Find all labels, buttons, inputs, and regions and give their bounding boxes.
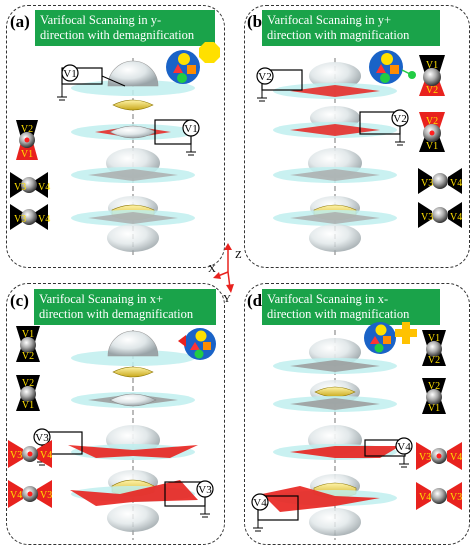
panel-c-electrode-v4-label-2: V4 — [10, 490, 22, 501]
panel-c-electrode-label-right: V3 — [198, 484, 212, 496]
panel-a-voltage-source-right — [154, 119, 200, 156]
panel-d-lens-stack — [262, 330, 400, 540]
panel-d-electrode-v3-label-2: V3 — [450, 492, 462, 503]
panel-b-electrode-label-right: V2 — [393, 113, 406, 125]
panel-b-electrode-v3-label-2: V3 — [421, 212, 433, 223]
panel-a-frame — [6, 5, 225, 268]
panel-b-electrode-v3v4-lower — [418, 202, 462, 228]
panel-c-electrode-v2-label-2: V2 — [22, 378, 34, 389]
panel-c-electrode-v4-label: V4 — [40, 450, 52, 461]
panel-b-electrode-v1-label: V1 — [426, 60, 438, 71]
panel-c-title-line1: Varifocal Scanaing in x+ — [39, 292, 164, 306]
panel-b-electrode-v2-label: V2 — [426, 85, 438, 96]
panel-d-electrode-v3v4-upper — [416, 442, 462, 470]
panel-a-electrode-v4-label: V4 — [38, 182, 50, 193]
panel-c-electrode-v4v3-lower — [8, 480, 52, 508]
panel-a-lens-stack — [71, 58, 195, 258]
panel-b-title-line2: direction with magnification — [267, 28, 410, 42]
panel-b-electrode-v1v2 — [419, 55, 445, 96]
triangle-icon — [178, 335, 186, 347]
panel-d-electrode-v4-label: V4 — [450, 452, 462, 463]
panel-c-electrode-v3-label: V3 — [10, 450, 22, 461]
panel-b-lens-stack — [273, 58, 397, 258]
panel-b-electrode-v3v4-upper — [418, 168, 462, 194]
axis-y-label: Y — [223, 293, 231, 305]
shape-selector-icon — [184, 328, 216, 360]
panel-c-label: (c) — [10, 291, 29, 310]
panel-b-electrode-label-left: V2 — [258, 71, 271, 83]
panel-b-electrode-v2v1 — [419, 112, 445, 152]
panel-a-electrode-v4-label-2: V4 — [38, 214, 50, 225]
panel-d-title-line2: direction with magnification — [267, 307, 410, 321]
panel-d-frame — [244, 283, 470, 545]
panel-a-electrode-v1-label: V1 — [21, 149, 33, 160]
shape-selector-icon — [166, 50, 200, 84]
panel-b-electrode-v1-label-2: V1 — [426, 141, 438, 152]
panel-a-electrode-v1v2 — [16, 120, 38, 160]
panel-c-electrode-v1v2 — [16, 326, 40, 362]
panel-c-electrode-label-left: V3 — [35, 432, 49, 444]
panel-d-electrode-v4v3-lower — [416, 482, 462, 510]
panel-c-title: Varifocal Scanaing in x+ direction with … — [34, 289, 216, 325]
panel-c-lens-stack — [68, 330, 198, 540]
axis-x-label: X — [208, 263, 216, 275]
panel-d-electrode-label-right: V4 — [397, 441, 411, 453]
panel-a-title-line1: Varifocal Scanaing in y- — [40, 13, 162, 27]
panel-a-voltage-source-top — [57, 64, 126, 101]
panel-d-electrode-v1-label: V1 — [428, 333, 440, 344]
panel-d-electrode-v1-label-2: V1 — [428, 403, 440, 414]
panel-d-electrode-v3-label: V3 — [419, 452, 431, 463]
panel-c-electrode-v1-label: V1 — [22, 329, 34, 340]
panel-b-electrode-v4-label: V4 — [450, 178, 462, 189]
panel-b-electrode-v3-label: V3 — [421, 178, 433, 189]
shape-selector-icon — [369, 50, 403, 84]
panel-c-electrode-v2-label: V2 — [22, 351, 34, 362]
panel-d-voltage-source-right — [364, 437, 413, 468]
panel-d-electrode-v2-label: V2 — [428, 355, 440, 366]
panel-a-electrode-v3-label-2: V3 — [14, 214, 26, 225]
panel-c-electrode-v3v4-upper — [8, 440, 52, 468]
panel-c-voltage-source-right — [164, 480, 214, 518]
panel-b-frame — [244, 5, 470, 268]
panel-a-title-line2: direction with demagnification — [40, 28, 195, 42]
panel-b-electrode-v2-label-2: V2 — [426, 116, 438, 127]
panel-a-electrode-label-top: V1 — [63, 68, 76, 80]
panel-d-electrode-v2-label-2: V2 — [428, 381, 440, 392]
panel-d-voltage-source-left — [251, 493, 299, 532]
panel-a-electrode-label-right: V1 — [184, 123, 197, 135]
panel-b-title: Varifocal Scanaing in y+ direction with … — [262, 10, 440, 46]
panel-d-electrode-v1v2 — [422, 330, 446, 366]
panel-a-electrode-v3v4-upper — [10, 172, 48, 198]
coordinate-axes — [213, 243, 234, 293]
panel-d-electrode-label-left: V4 — [253, 497, 267, 509]
panel-d-title-line1: Varifocal Scanaing in x- — [267, 292, 389, 306]
panel-a-label: (a) — [10, 12, 30, 31]
panel-a-electrode-v2-label: V2 — [21, 124, 33, 135]
panel-a-electrode-v3-label: V3 — [14, 182, 26, 193]
panel-d-electrode-v4-label-2: V4 — [419, 492, 431, 503]
dot-icon — [408, 71, 416, 79]
panel-d-electrode-v2v1 — [422, 378, 446, 414]
panel-d-title: Varifocal Scanaing in x- direction with … — [262, 289, 440, 325]
panel-b-electrode-v4-label-2: V4 — [450, 212, 462, 223]
axis-z-label: Z — [235, 249, 242, 261]
shape-selector-icon — [364, 322, 396, 354]
panel-c-electrode-v3-label-2: V3 — [40, 490, 52, 501]
panel-b-title-line1: Varifocal Scanaing in y+ — [267, 13, 392, 27]
panel-c-electrode-v2v1 — [16, 375, 40, 411]
panel-b-voltage-source-left — [256, 67, 303, 102]
octagon-icon — [199, 42, 220, 63]
cross-icon — [395, 322, 417, 344]
panel-a-electrode-v3v4-lower — [10, 204, 48, 230]
panel-a-title: Varifocal Scanaing in y- direction with … — [35, 10, 215, 46]
panel-c-title-line2: direction with demagnification — [39, 307, 194, 321]
panel-c-electrode-v1-label-2: V1 — [22, 400, 34, 411]
panel-b-voltage-source-right — [359, 109, 409, 146]
panel-c-frame — [6, 283, 225, 545]
